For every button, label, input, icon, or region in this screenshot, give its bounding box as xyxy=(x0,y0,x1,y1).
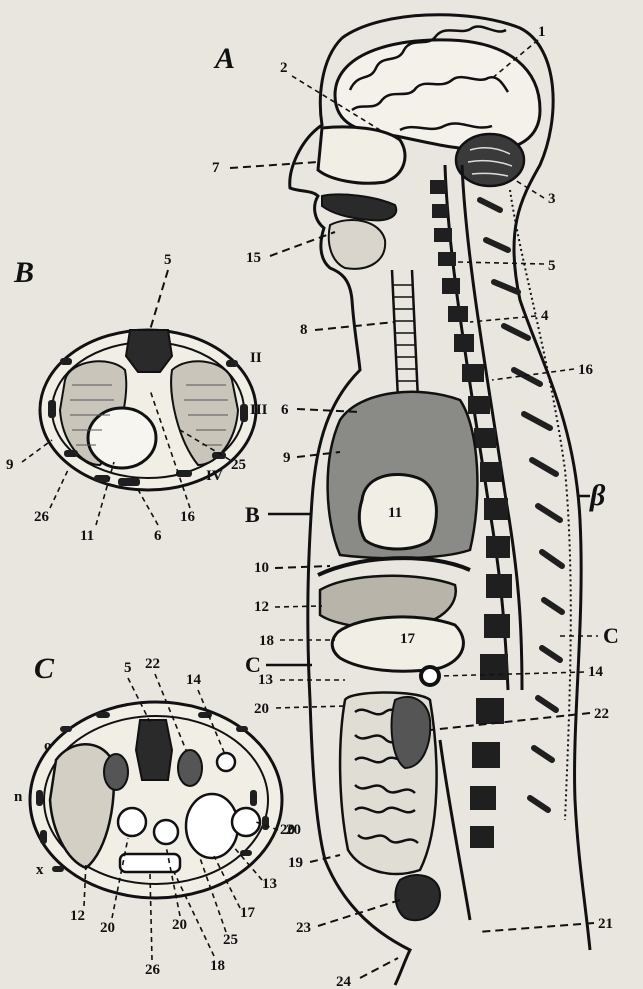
b-label-5: 5 xyxy=(164,252,172,268)
c-label-20-mid: 20 xyxy=(172,917,187,933)
b-label-25: 25 xyxy=(231,457,246,473)
c-label-22: 22 xyxy=(145,656,160,672)
b-roman-1: II xyxy=(250,350,262,366)
tongue xyxy=(329,220,385,269)
panel-label-a: A xyxy=(213,42,235,75)
label-8: 8 xyxy=(300,322,308,338)
intestine-loop-1 xyxy=(118,808,146,836)
c-label-13: 13 xyxy=(262,876,277,892)
label-22: 22 xyxy=(594,706,609,722)
kidney-right-c xyxy=(178,750,202,786)
kidney-left-c xyxy=(104,754,128,790)
rectum xyxy=(440,740,470,920)
label-4: 4 xyxy=(541,308,549,324)
b-roman-3: IV xyxy=(206,468,223,484)
diaphragm xyxy=(318,558,470,575)
section-mark-b-left: B xyxy=(245,502,260,527)
cerebellum xyxy=(456,134,524,186)
panel-label-b: B xyxy=(13,256,34,289)
b-roman-2: III xyxy=(250,402,268,418)
vertebra-c xyxy=(136,720,172,780)
label-20a: 20 xyxy=(254,701,269,717)
b-label-16: 16 xyxy=(180,509,196,525)
label-23: 23 xyxy=(296,920,311,936)
c-label-5: 5 xyxy=(124,660,132,676)
label-16: 16 xyxy=(578,362,594,378)
label-21: 21 xyxy=(598,916,613,932)
intestine-loop-3 xyxy=(232,808,260,836)
cross-section-b: B 5 II III IV 9 xyxy=(6,252,268,544)
b-label-26: 26 xyxy=(34,509,50,525)
aorta-c xyxy=(217,753,235,771)
b-label-9: 9 xyxy=(6,457,14,473)
label-1: 1 xyxy=(538,24,546,40)
c-label-14: 14 xyxy=(186,672,202,688)
c-side-n: n xyxy=(14,789,23,805)
label-19: 19 xyxy=(288,855,303,871)
label-24: 24 xyxy=(336,974,352,989)
c-label-12: 12 xyxy=(70,908,85,924)
label-17: 17 xyxy=(400,631,416,647)
c-label-20-left: 20 xyxy=(100,920,115,936)
panel-label-c: C xyxy=(34,652,55,685)
c-side-o: o xyxy=(44,738,52,754)
label-9: 9 xyxy=(283,450,291,466)
intestine-loop-2 xyxy=(154,820,178,844)
mouth xyxy=(322,194,396,220)
vertebra-b xyxy=(126,330,172,372)
sagittal-section-a xyxy=(290,15,590,985)
c-label-17: 17 xyxy=(240,905,256,921)
label-18: 18 xyxy=(259,633,274,649)
label-5: 5 xyxy=(548,258,556,274)
label-6: 6 xyxy=(281,402,289,418)
b-label-6: 6 xyxy=(154,528,162,544)
stomach-section-c xyxy=(186,794,238,858)
cross-section-c: C 5 22 14 xyxy=(14,652,295,978)
label-12: 12 xyxy=(254,599,269,615)
label-7: 7 xyxy=(212,160,220,176)
aorta-cross xyxy=(421,667,439,685)
label-2: 2 xyxy=(280,60,288,76)
bladder xyxy=(395,875,440,920)
c-label-26: 26 xyxy=(145,962,161,978)
b-label-11: 11 xyxy=(80,528,94,544)
section-mark-c-right: C xyxy=(603,623,619,648)
label-3: 3 xyxy=(548,191,556,207)
label-14: 14 xyxy=(588,664,604,680)
c-label-20-right: 20 xyxy=(280,822,295,838)
label-10: 10 xyxy=(254,560,269,576)
stomach xyxy=(332,617,463,671)
c-label-18: 18 xyxy=(210,958,225,974)
label-13: 13 xyxy=(258,672,273,688)
label-15: 15 xyxy=(246,250,261,266)
c-label-25: 25 xyxy=(223,932,238,948)
section-mark-b-right: β xyxy=(589,479,606,512)
label-11: 11 xyxy=(388,505,402,521)
nasal-cavity xyxy=(318,127,405,183)
heart-section xyxy=(88,408,156,468)
c-side-x: x xyxy=(36,862,44,878)
